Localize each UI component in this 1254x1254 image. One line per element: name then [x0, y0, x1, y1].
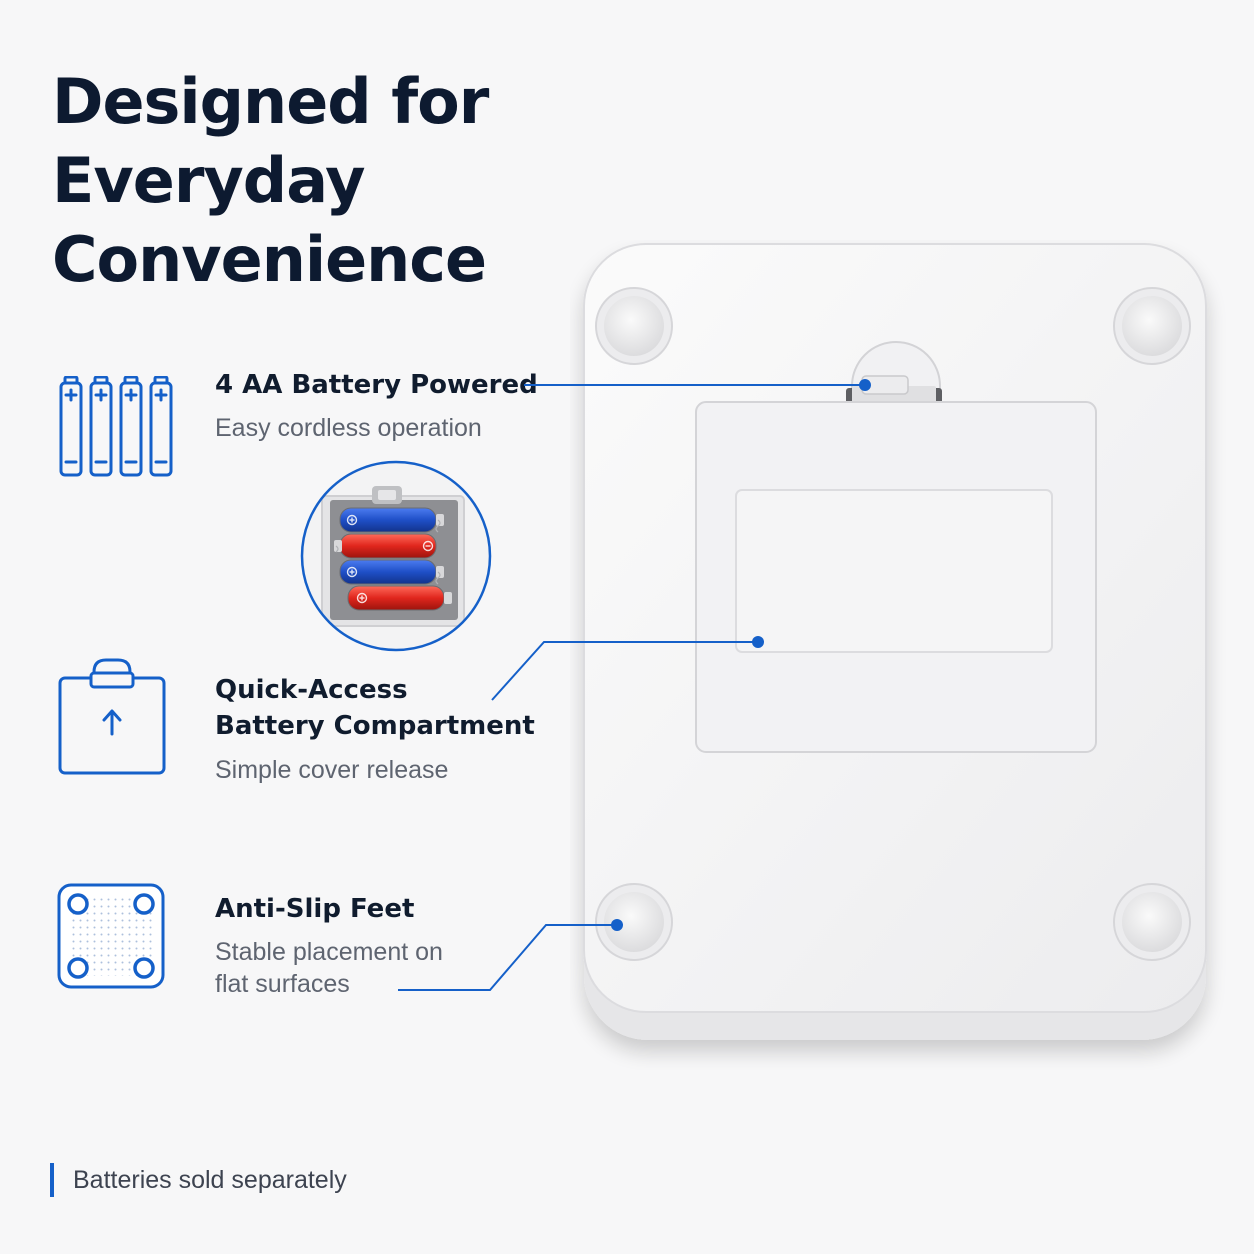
scale-foot-bottom-right: [1113, 883, 1191, 961]
feature-title-compartment-line-2: Battery Compartment: [215, 711, 535, 741]
feature-title-feet-line-1: Anti-Slip Feet: [215, 894, 415, 924]
footnote: Batteries sold separately: [73, 1166, 347, 1194]
feature-subtitle-feet-line-2: flat surfaces: [215, 970, 350, 998]
scale-foot-top-right: [1113, 287, 1191, 365]
feature-subtitle-compartment-line-1: Simple cover release: [215, 756, 449, 784]
page-title-line-1: Designed for: [52, 65, 489, 138]
feature-title-feet: Anti-Slip Feet: [215, 891, 414, 927]
page-title-line-2: Everyday: [52, 144, 366, 217]
scale-foot-bottom-left: [595, 883, 673, 961]
footnote-accent-bar: [50, 1163, 54, 1197]
page-title-line-3: Convenience: [52, 223, 487, 296]
battery-cover-label-recess: [735, 489, 1053, 653]
scale-foot-top-left: [595, 287, 673, 365]
page-title: Designed for Everyday Convenience: [52, 62, 489, 299]
battery-icon: [59, 376, 173, 477]
feature-subtitle-battery-line-1: Easy cordless operation: [215, 414, 482, 442]
anti-slip-feet-icon: [57, 883, 165, 989]
scale-underside: [583, 243, 1207, 1040]
feature-title-compartment: Quick-Access Battery Compartment: [215, 672, 535, 744]
battery-compartment-icon: [58, 658, 166, 775]
feature-subtitle-compartment: Simple cover release: [215, 754, 448, 786]
feature-subtitle-battery: Easy cordless operation: [215, 412, 482, 444]
feature-title-battery: 4 AA Battery Powered: [215, 367, 538, 403]
feature-title-battery-line-1: 4 AA Battery Powered: [215, 370, 538, 400]
feature-title-compartment-line-1: Quick-Access: [215, 675, 408, 705]
feature-subtitle-feet-line-1: Stable placement on: [215, 938, 443, 966]
feature-subtitle-feet: Stable placement on flat surfaces: [215, 936, 443, 1000]
battery-compartment-closeup: [300, 460, 492, 652]
